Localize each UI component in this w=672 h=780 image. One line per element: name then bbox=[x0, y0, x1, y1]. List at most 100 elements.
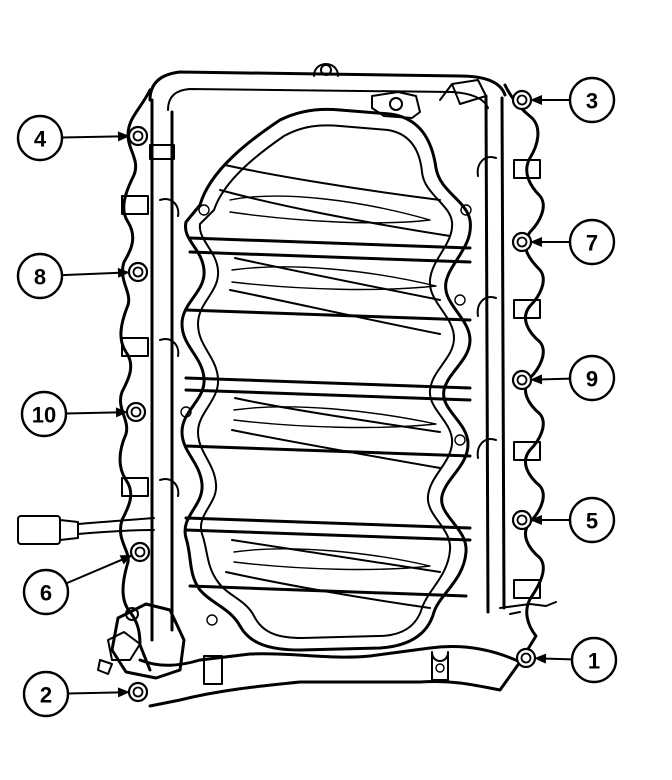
callout-circle-6 bbox=[22, 568, 70, 616]
callout-label-4: 4 bbox=[34, 127, 47, 152]
bolt-6-center bbox=[134, 546, 146, 558]
cross-bar-2 bbox=[184, 308, 472, 322]
callout-4: 4 bbox=[16, 114, 64, 162]
callout-circle-1 bbox=[570, 636, 618, 684]
runner-1-lower bbox=[219, 189, 451, 237]
bolt-3-center bbox=[516, 94, 528, 106]
callout-3: 3 bbox=[568, 76, 616, 124]
callout-1: 1 bbox=[570, 636, 618, 684]
cross-bar-3 bbox=[184, 376, 472, 402]
leader-arrow-1 bbox=[533, 653, 547, 664]
bolt-9-center bbox=[516, 374, 528, 386]
gasket-outer-loop bbox=[180, 107, 472, 652]
callout-label-7: 7 bbox=[586, 231, 598, 256]
left-bracket-1 bbox=[121, 195, 180, 217]
right-bracket-3 bbox=[476, 438, 541, 461]
left-bracket-2 bbox=[121, 337, 180, 357]
top-rail-inner bbox=[167, 88, 489, 111]
throttle-assembly bbox=[97, 602, 449, 685]
bottom-housing bbox=[138, 645, 522, 708]
right-tube bbox=[484, 94, 506, 614]
left-bracket-3 bbox=[121, 477, 180, 497]
leader-arrow-8 bbox=[117, 267, 131, 278]
leader-arrow-10 bbox=[115, 407, 129, 418]
callout-label-9: 9 bbox=[586, 367, 598, 392]
callout-9: 9 bbox=[568, 354, 616, 402]
top-bracket bbox=[371, 91, 421, 119]
connector-plug bbox=[17, 515, 61, 545]
leader-lines bbox=[61, 95, 573, 698]
top-bracket-hole bbox=[389, 97, 403, 111]
left-flange-edge bbox=[118, 88, 152, 672]
connector-boot bbox=[59, 519, 79, 541]
throttle-bolt-hole bbox=[125, 607, 139, 621]
runner-3-lower bbox=[231, 429, 441, 469]
leader-arrow-9 bbox=[529, 374, 543, 385]
callout-label-10: 10 bbox=[32, 403, 56, 428]
callout-7: 7 bbox=[568, 218, 616, 266]
top-rail bbox=[148, 70, 507, 102]
callout-circle-9 bbox=[568, 354, 616, 402]
left-tube bbox=[150, 98, 174, 642]
runners bbox=[184, 164, 472, 609]
manifold-body bbox=[118, 63, 545, 708]
callout-2: 2 bbox=[22, 670, 70, 718]
leader-arrow-6 bbox=[119, 555, 133, 565]
leader-arrow-4 bbox=[117, 131, 131, 142]
gasket-hole bbox=[180, 406, 192, 418]
right-bracket-2 bbox=[476, 296, 541, 319]
side-fasteners bbox=[121, 156, 557, 626]
wire-connector bbox=[17, 515, 155, 545]
leader-arrow-7 bbox=[530, 237, 542, 247]
bolt-7-center bbox=[516, 236, 528, 248]
leader-line-8 bbox=[61, 271, 127, 277]
gasket-hole bbox=[198, 204, 210, 216]
right-flange-edge bbox=[503, 83, 545, 664]
gasket-inner-loop bbox=[197, 124, 455, 639]
callout-label-8: 8 bbox=[34, 265, 46, 290]
bolt-10-center bbox=[130, 406, 142, 418]
callout-label-3: 3 bbox=[586, 89, 598, 114]
right-sensor bbox=[499, 601, 557, 615]
bolt-markers bbox=[125, 89, 537, 703]
runner-bulge-1 bbox=[229, 195, 431, 224]
left-tube-clip bbox=[149, 144, 175, 160]
callout-6: 6 bbox=[22, 568, 70, 616]
runner-3 bbox=[234, 397, 441, 433]
bottom-stud-hole bbox=[435, 663, 445, 673]
callout-circle-8 bbox=[16, 252, 64, 300]
bottom-stud-right bbox=[431, 651, 449, 681]
callout-circle-10 bbox=[20, 390, 68, 438]
callout-circle-7 bbox=[568, 218, 616, 266]
callout-10: 10 bbox=[20, 390, 68, 438]
leader-line-2 bbox=[67, 691, 127, 695]
callout-labels: 1 2 3 4 5 6 7 8 9 10 bbox=[16, 76, 618, 718]
runner-bulge-2 bbox=[231, 266, 437, 291]
cross-bar-4 bbox=[184, 444, 472, 458]
cross-bar-1 bbox=[188, 236, 472, 264]
bolt-1-center bbox=[520, 652, 532, 664]
leader-line-4 bbox=[61, 135, 127, 139]
leader-arrow-2 bbox=[117, 687, 131, 698]
throttle-connector bbox=[97, 631, 141, 675]
callout-label-6: 6 bbox=[40, 581, 52, 606]
gasket-hole bbox=[454, 434, 466, 446]
gasket-hole bbox=[460, 204, 472, 216]
cross-bar-5 bbox=[184, 516, 472, 542]
top-tube-fitting bbox=[439, 79, 487, 105]
callout-circle-2 bbox=[22, 670, 70, 718]
top-stud-hole bbox=[320, 64, 332, 76]
callout-label-2: 2 bbox=[40, 683, 52, 708]
bolt-5-center bbox=[516, 514, 528, 526]
runner-bulge-3 bbox=[233, 406, 437, 429]
runner-2-lower bbox=[229, 289, 441, 335]
callout-5: 5 bbox=[568, 496, 616, 544]
runner-bulge-4 bbox=[233, 548, 431, 571]
runner-2 bbox=[234, 257, 441, 301]
callout-8: 8 bbox=[16, 252, 64, 300]
connector-wire bbox=[77, 517, 155, 535]
right-bracket-4 bbox=[513, 579, 541, 599]
leader-arrow-3 bbox=[530, 95, 542, 105]
